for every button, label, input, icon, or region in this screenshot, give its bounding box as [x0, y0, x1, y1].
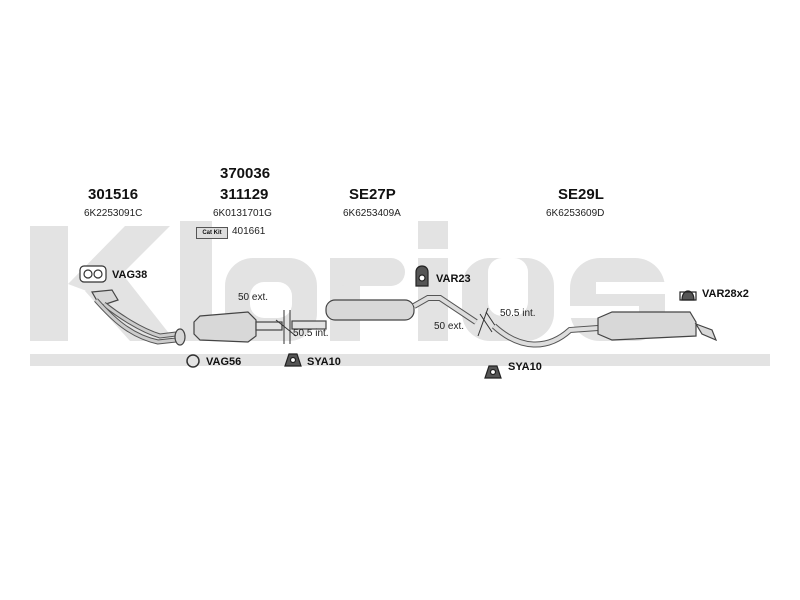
part-number-se27p: SE27P — [349, 186, 396, 203]
fitting-label-sya10: SYA10 — [508, 361, 542, 373]
cat-kit-number: 401661 — [232, 226, 266, 237]
dimension-label-int: 50.5 int. — [500, 308, 536, 319]
fitting-label-sya10: SYA10 — [307, 356, 341, 368]
fitting-label-vag56: VAG56 — [206, 356, 242, 368]
part-number-se29l: SE29L — [558, 186, 604, 203]
rear-silencer — [491, 311, 718, 348]
oem-number: 6K0131701G — [213, 208, 272, 219]
part-number-301516: 301516 — [88, 186, 139, 203]
sya10-mount-icon-b — [484, 365, 502, 379]
fitting-label-var23: VAR23 — [436, 273, 471, 285]
var28-hanger-icon — [679, 290, 697, 301]
centre-silencer — [291, 295, 478, 330]
var23-hanger-icon — [415, 265, 429, 287]
catalytic-converter — [193, 311, 283, 343]
dimension-label-ext: 50 ext. — [434, 321, 465, 332]
pipe-joint-b — [477, 307, 499, 337]
part-number-311129: 311129 — [220, 186, 269, 203]
dimension-label-int: 50.5 int. — [293, 328, 329, 339]
dimension-label-ext: 50 ext. — [238, 292, 269, 303]
sya10-mount-icon-a — [284, 353, 302, 367]
cat-kit-badge: Cat Kit — [196, 227, 228, 239]
vag56-ring-icon — [186, 354, 200, 368]
oem-number: 6K2253091C — [84, 208, 143, 219]
fitting-label-var28: VAR28x2 — [702, 288, 749, 300]
pipe-joint-a — [275, 310, 297, 344]
vag38-gasket-icon — [79, 265, 107, 283]
front-pipe-manifold — [91, 289, 186, 346]
fitting-label-vag38: VAG38 — [112, 269, 148, 281]
oem-number: 6K6253609D — [546, 208, 605, 219]
oem-number: 6K6253409A — [343, 208, 401, 219]
part-number-370036: 370036 — [220, 165, 271, 182]
